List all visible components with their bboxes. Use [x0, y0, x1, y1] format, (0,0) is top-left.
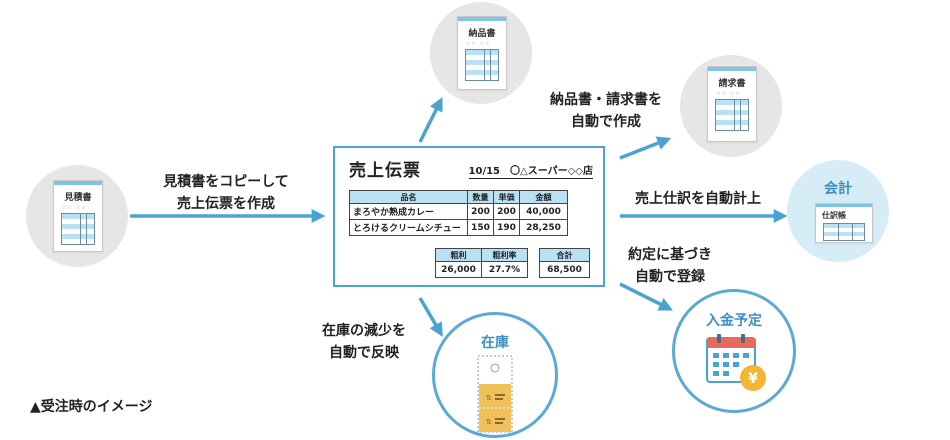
slip-title: 売上伝票: [349, 161, 421, 181]
total-header: 合計: [539, 248, 590, 262]
slip-items-table: 品名 数量 単価 金額 まろやか熟成カレー 200 200 40,000 とろけ…: [349, 190, 568, 236]
calendar-yen-icon: ¥: [706, 334, 766, 391]
table-row: まろやか熟成カレー 200 200 40,000: [349, 203, 568, 220]
profit-value: 26,000: [435, 261, 482, 278]
invoice-doc-title: 請求書: [718, 79, 746, 89]
slip-meta: 10/15 〇△スーパー◇◇店: [468, 162, 593, 179]
delivery-document-icon: 納品書 ☆☆ ☆☆: [457, 16, 507, 90]
journal-document-icon: 仕訳帳: [815, 203, 873, 243]
profit-rate-value: 27.7%: [481, 261, 528, 278]
profit-rate-header: 粗利率: [481, 248, 528, 262]
svg-text:¥: ¥: [748, 371, 758, 387]
quote-doc-title: 見積書: [64, 193, 92, 203]
col-amount: 金額: [519, 190, 568, 204]
inventory-title: 在庫: [481, 335, 509, 351]
caption: ▲受注時のイメージ: [30, 399, 153, 415]
label-copy-quote: 見積書をコピーして 売上伝票を作成: [163, 174, 289, 212]
inventory-tag-icon: ⇅ ⇅: [477, 355, 513, 433]
col-qty: 数量: [467, 190, 494, 204]
sales-slip: 売上伝票 10/15 〇△スーパー◇◇店 品名 数量 単価 金額 まろやか熟成カレ…: [333, 146, 605, 287]
arrow-to-delivery: [418, 96, 443, 143]
total-value: 68,500: [539, 261, 590, 278]
col-name: 品名: [349, 190, 468, 204]
invoice-document-icon: 請求書 ☆☆ ☆☆: [707, 66, 757, 142]
label-contract: 約定に基づき 自動で登録: [628, 247, 712, 285]
arrow-to-payment: [619, 282, 674, 311]
accounting-title: 会計: [824, 181, 852, 197]
quote-document-icon: 見積書 ☆☆ ☆☆: [53, 180, 103, 252]
arrow-to-inventory: [418, 297, 443, 337]
col-price: 単価: [493, 190, 520, 204]
payment-title: 入金予定: [706, 313, 762, 329]
label-inventory: 在庫の減少を 自動で反映: [322, 323, 406, 361]
slip-customer: 〇△スーパー◇◇店: [510, 166, 593, 177]
arrow-to-invoice: [619, 136, 672, 160]
delivery-doc-title: 納品書: [468, 29, 496, 39]
svg-text:⇅: ⇅: [486, 394, 492, 402]
table-row: とろけるクリームシチュー 150 190 28,250: [349, 219, 568, 236]
svg-text:⇅: ⇅: [486, 418, 492, 426]
slip-date: 10/15: [468, 166, 501, 177]
total-table: 合計 68,500: [539, 248, 590, 278]
journal-doc-title: 仕訳帳: [822, 211, 846, 220]
label-auto-journal: 売上仕訳を自動計上: [635, 191, 761, 207]
profit-table: 粗利 粗利率 26,000 27.7%: [435, 248, 528, 278]
label-auto-docs: 納品書・請求書を 自動で作成: [550, 92, 662, 130]
profit-header: 粗利: [435, 248, 482, 262]
